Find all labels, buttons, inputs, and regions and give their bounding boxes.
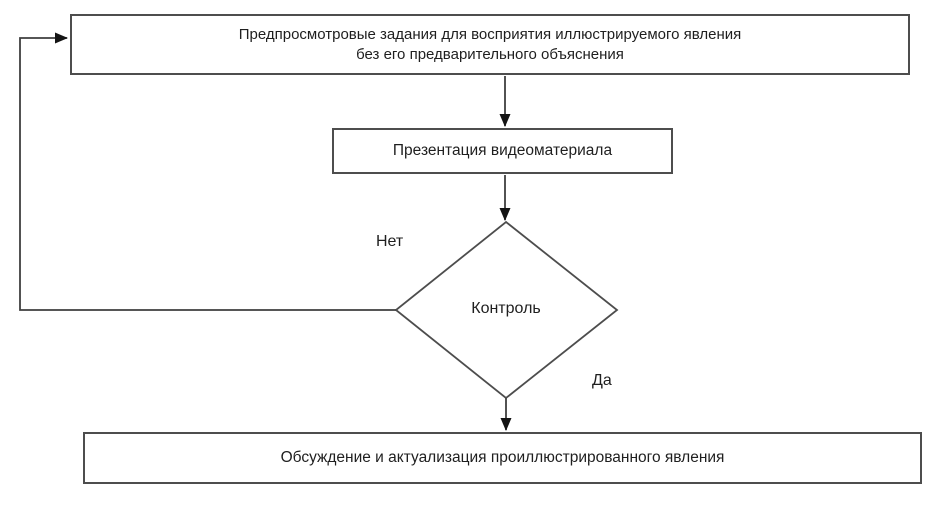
- edge-label-yes: Да: [592, 372, 612, 389]
- node-discussion: Обсуждение и актуализация проиллюстриров…: [83, 432, 922, 484]
- edge-label-no: Нет: [376, 233, 404, 250]
- node-preview-tasks-line2: без его предварительного объяснения: [356, 45, 624, 63]
- node-control-label: Контроль: [471, 300, 541, 317]
- node-presentation-label: Презентация видеоматериала: [392, 142, 613, 159]
- connector-feedback-loop: [19, 32, 396, 311]
- node-presentation: Презентация видеоматериала: [332, 128, 673, 174]
- node-discussion-label: Обсуждение и актуализация проиллюстриров…: [280, 449, 725, 466]
- node-preview-tasks-line1: Предпросмотровые задания для восприятия …: [238, 25, 742, 43]
- node-preview-tasks: Предпросмотровые задания для восприятия …: [70, 14, 910, 75]
